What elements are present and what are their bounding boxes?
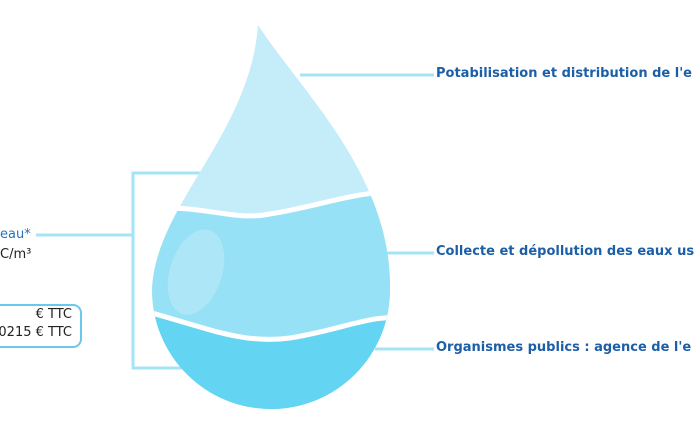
label-organismes: Organismes publics : agence de l'e (436, 340, 692, 355)
left-unit-fragment: C/m³ (0, 247, 32, 262)
band-separator (152, 307, 391, 342)
left-title-fragment: eau* (0, 227, 31, 242)
drop-highlight (167, 229, 225, 315)
price-line-2: 0215 € TTC (0, 325, 72, 340)
connector-lines (36, 73, 434, 370)
water-drop (152, 25, 391, 409)
label-potabilisation: Potabilisation et distribution de l'e (436, 66, 692, 81)
price-line-1: € TTC (35, 307, 72, 322)
label-collecte: Collecte et dépollution des eaux us (436, 244, 695, 259)
band-separator (152, 189, 391, 219)
price-box: € TTC 0215 € TTC (0, 304, 82, 348)
